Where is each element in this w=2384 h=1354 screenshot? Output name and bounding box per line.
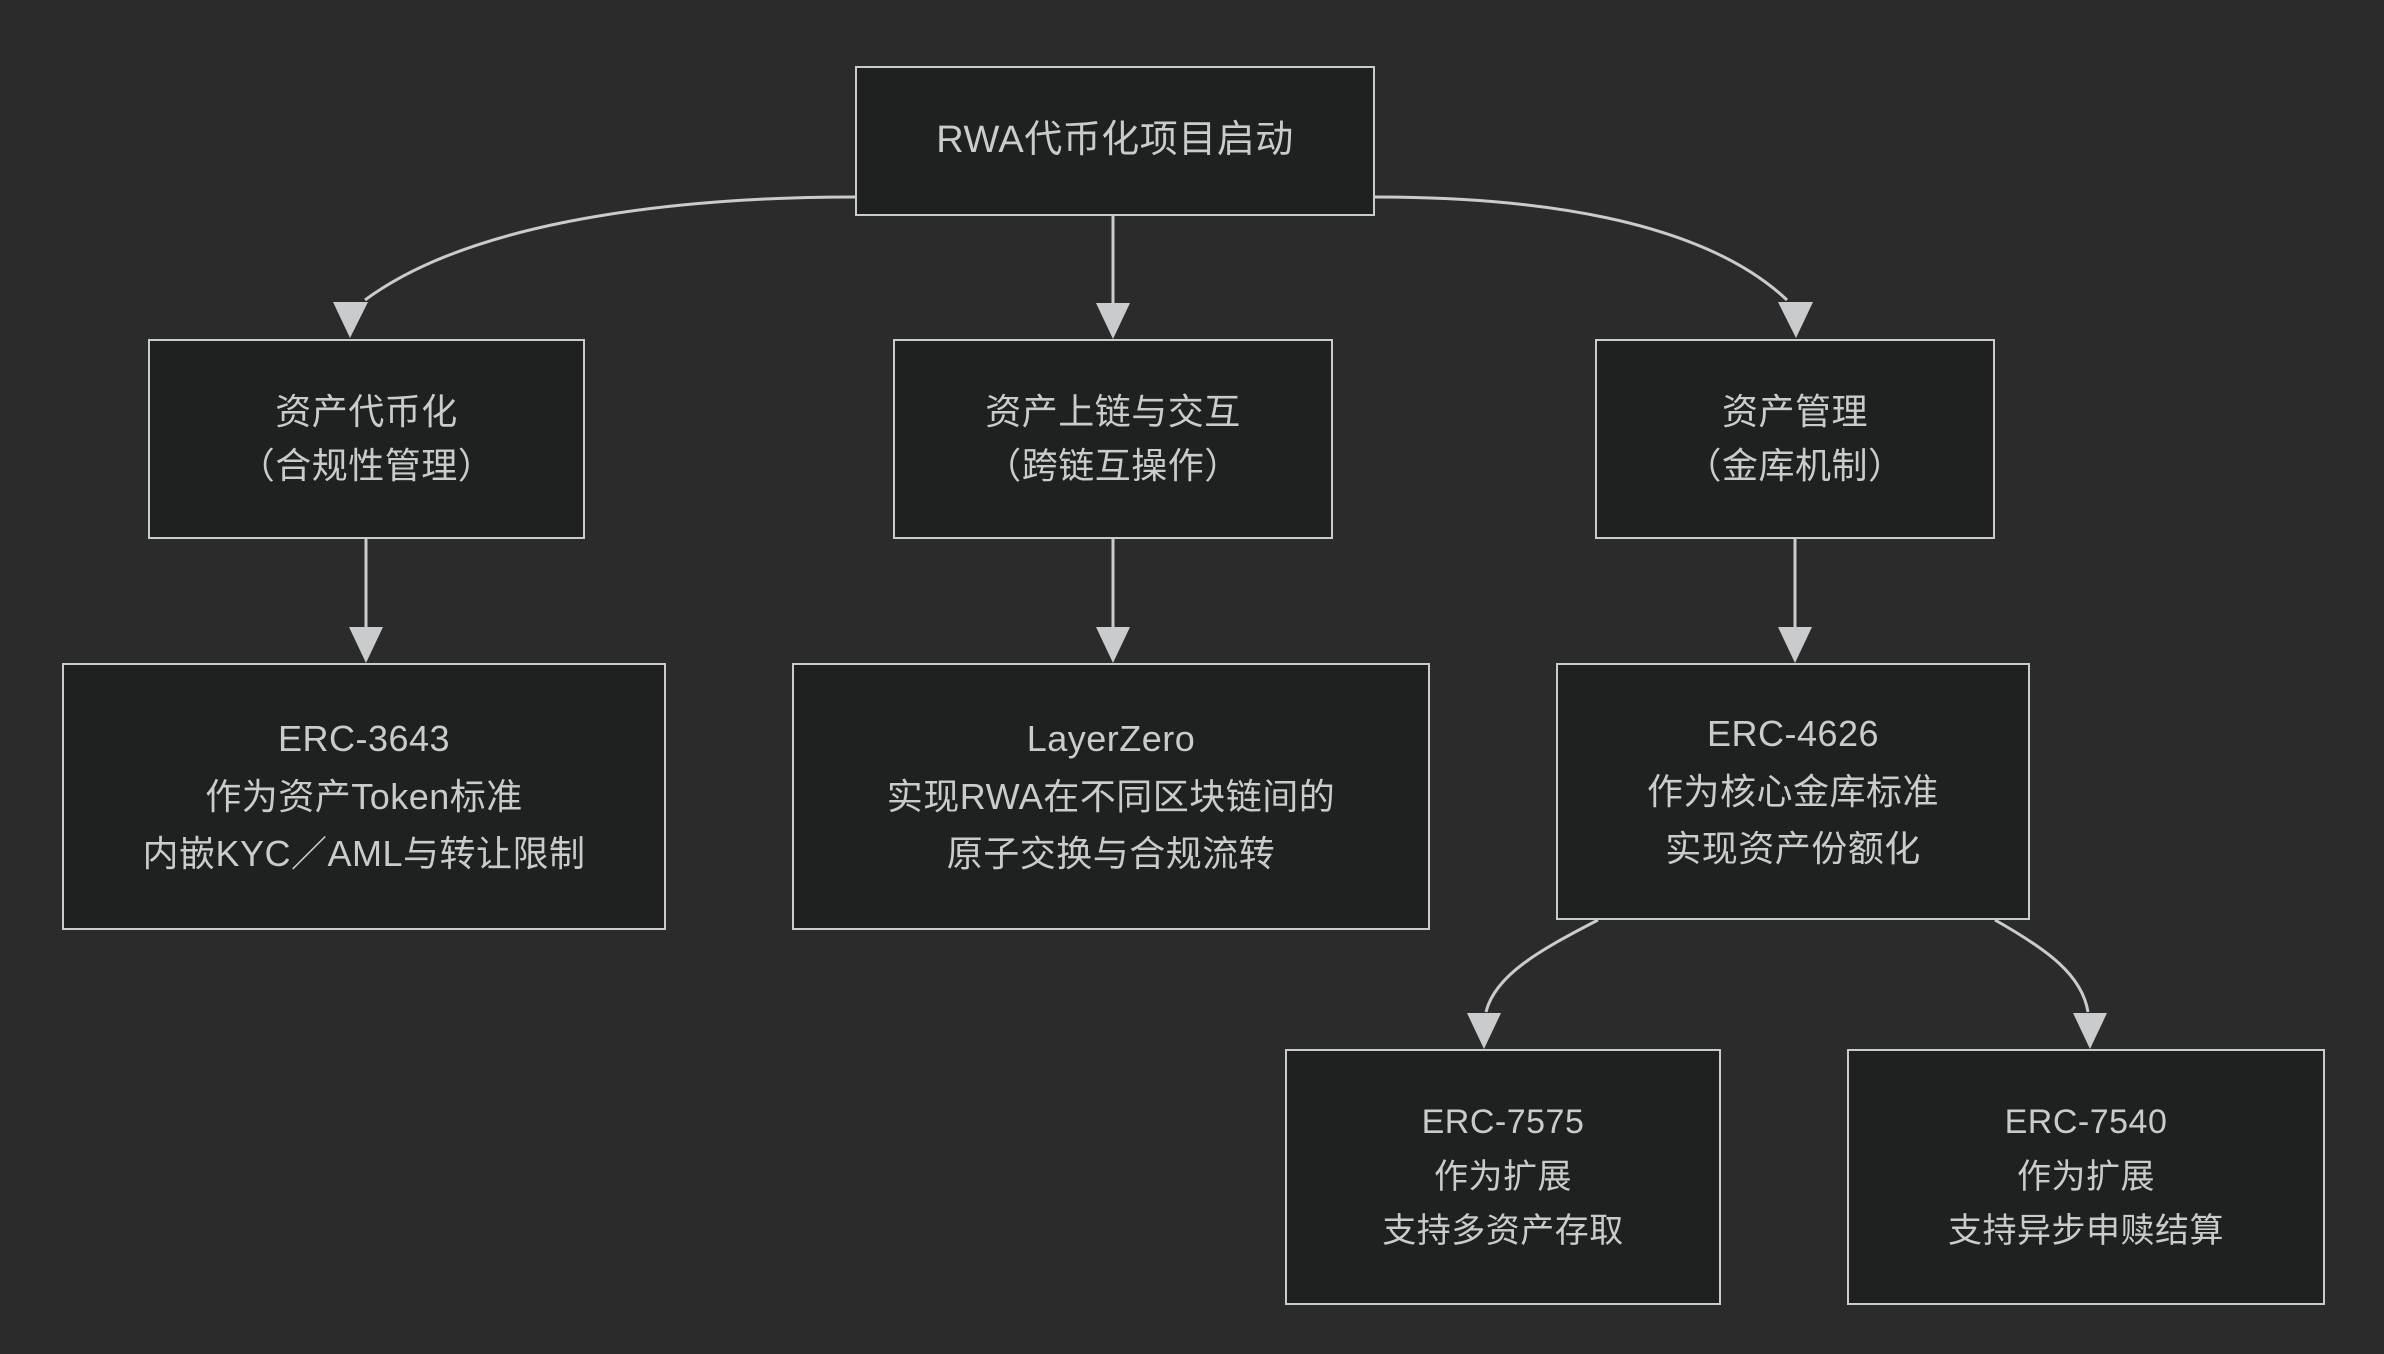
node-erc-7575-line-1: ERC-7575 [1421,1103,1585,1142]
node-asset-tokenization[interactable]: 资产代币化 （合规性管理） [148,339,585,539]
node-erc-7540-line-3: 支持异步申赎结算 [1948,1212,2224,1251]
node-root[interactable]: RWA代币化项目启动 [855,66,1375,216]
edge-assetmgmt-to-erc4626 [1778,539,1812,663]
node-erc-4626-line-3: 实现资产份额化 [1665,828,1921,870]
node-erc-7575[interactable]: ERC-7575 作为扩展 支持多资产存取 [1285,1049,1721,1305]
node-layerzero-line-2: 实现RWA在不同区块链间的 [886,775,1336,817]
edge-erc4626-to-erc7575 [1467,918,1599,1049]
node-layerzero-line-3: 原子交换与合规流转 [946,833,1276,875]
node-asset-tokenization-line-2: （合规性管理） [238,445,495,486]
node-root-line-1: RWA代币化项目启动 [936,119,1294,162]
node-erc-4626-line-1: ERC-4626 [1706,713,1880,755]
node-erc-4626[interactable]: ERC-4626 作为核心金库标准 实现资产份额化 [1556,663,2030,920]
node-erc-7540-line-1: ERC-7540 [2004,1103,2168,1142]
node-erc-3643-line-1: ERC-3643 [277,718,451,760]
node-asset-onchain-interaction-line-1: 资产上链与交互 [985,391,1241,432]
node-erc-7540[interactable]: ERC-7540 作为扩展 支持异步申赎结算 [1847,1049,2325,1305]
node-asset-management[interactable]: 资产管理 （金库机制） [1595,339,1995,539]
edge-root-to-tokenization [333,195,856,338]
edge-onchain-to-layerzero [1096,539,1130,663]
edge-root-to-onchain [1096,216,1130,339]
node-erc-7575-line-3: 支持多资产存取 [1382,1212,1624,1251]
node-layerzero[interactable]: LayerZero 实现RWA在不同区块链间的 原子交换与合规流转 [792,663,1430,930]
edge-erc4626-to-erc7540 [1994,918,2107,1049]
node-asset-management-line-1: 资产管理 [1721,391,1868,432]
node-erc-4626-line-2: 作为核心金库标准 [1646,770,1939,812]
edge-tokenization-to-erc3643 [349,539,383,663]
node-asset-onchain-interaction-line-2: （跨链互操作） [985,445,1241,486]
node-asset-management-line-2: （金库机制） [1685,445,1905,486]
node-erc-3643-line-3: 内嵌KYC／AML与转让限制 [142,833,586,875]
node-layerzero-line-1: LayerZero [1026,718,1196,760]
node-erc-7540-line-2: 作为扩展 [2017,1157,2155,1196]
node-asset-tokenization-line-1: 资产代币化 [275,391,458,432]
node-erc-7575-line-2: 作为扩展 [1434,1157,1572,1196]
node-erc-3643[interactable]: ERC-3643 作为资产Token标准 内嵌KYC／AML与转让限制 [62,663,666,930]
node-asset-onchain-interaction[interactable]: 资产上链与交互 （跨链互操作） [893,339,1333,539]
edge-root-to-assetmgmt [1374,195,1813,338]
node-erc-3643-line-2: 作为资产Token标准 [205,775,523,817]
